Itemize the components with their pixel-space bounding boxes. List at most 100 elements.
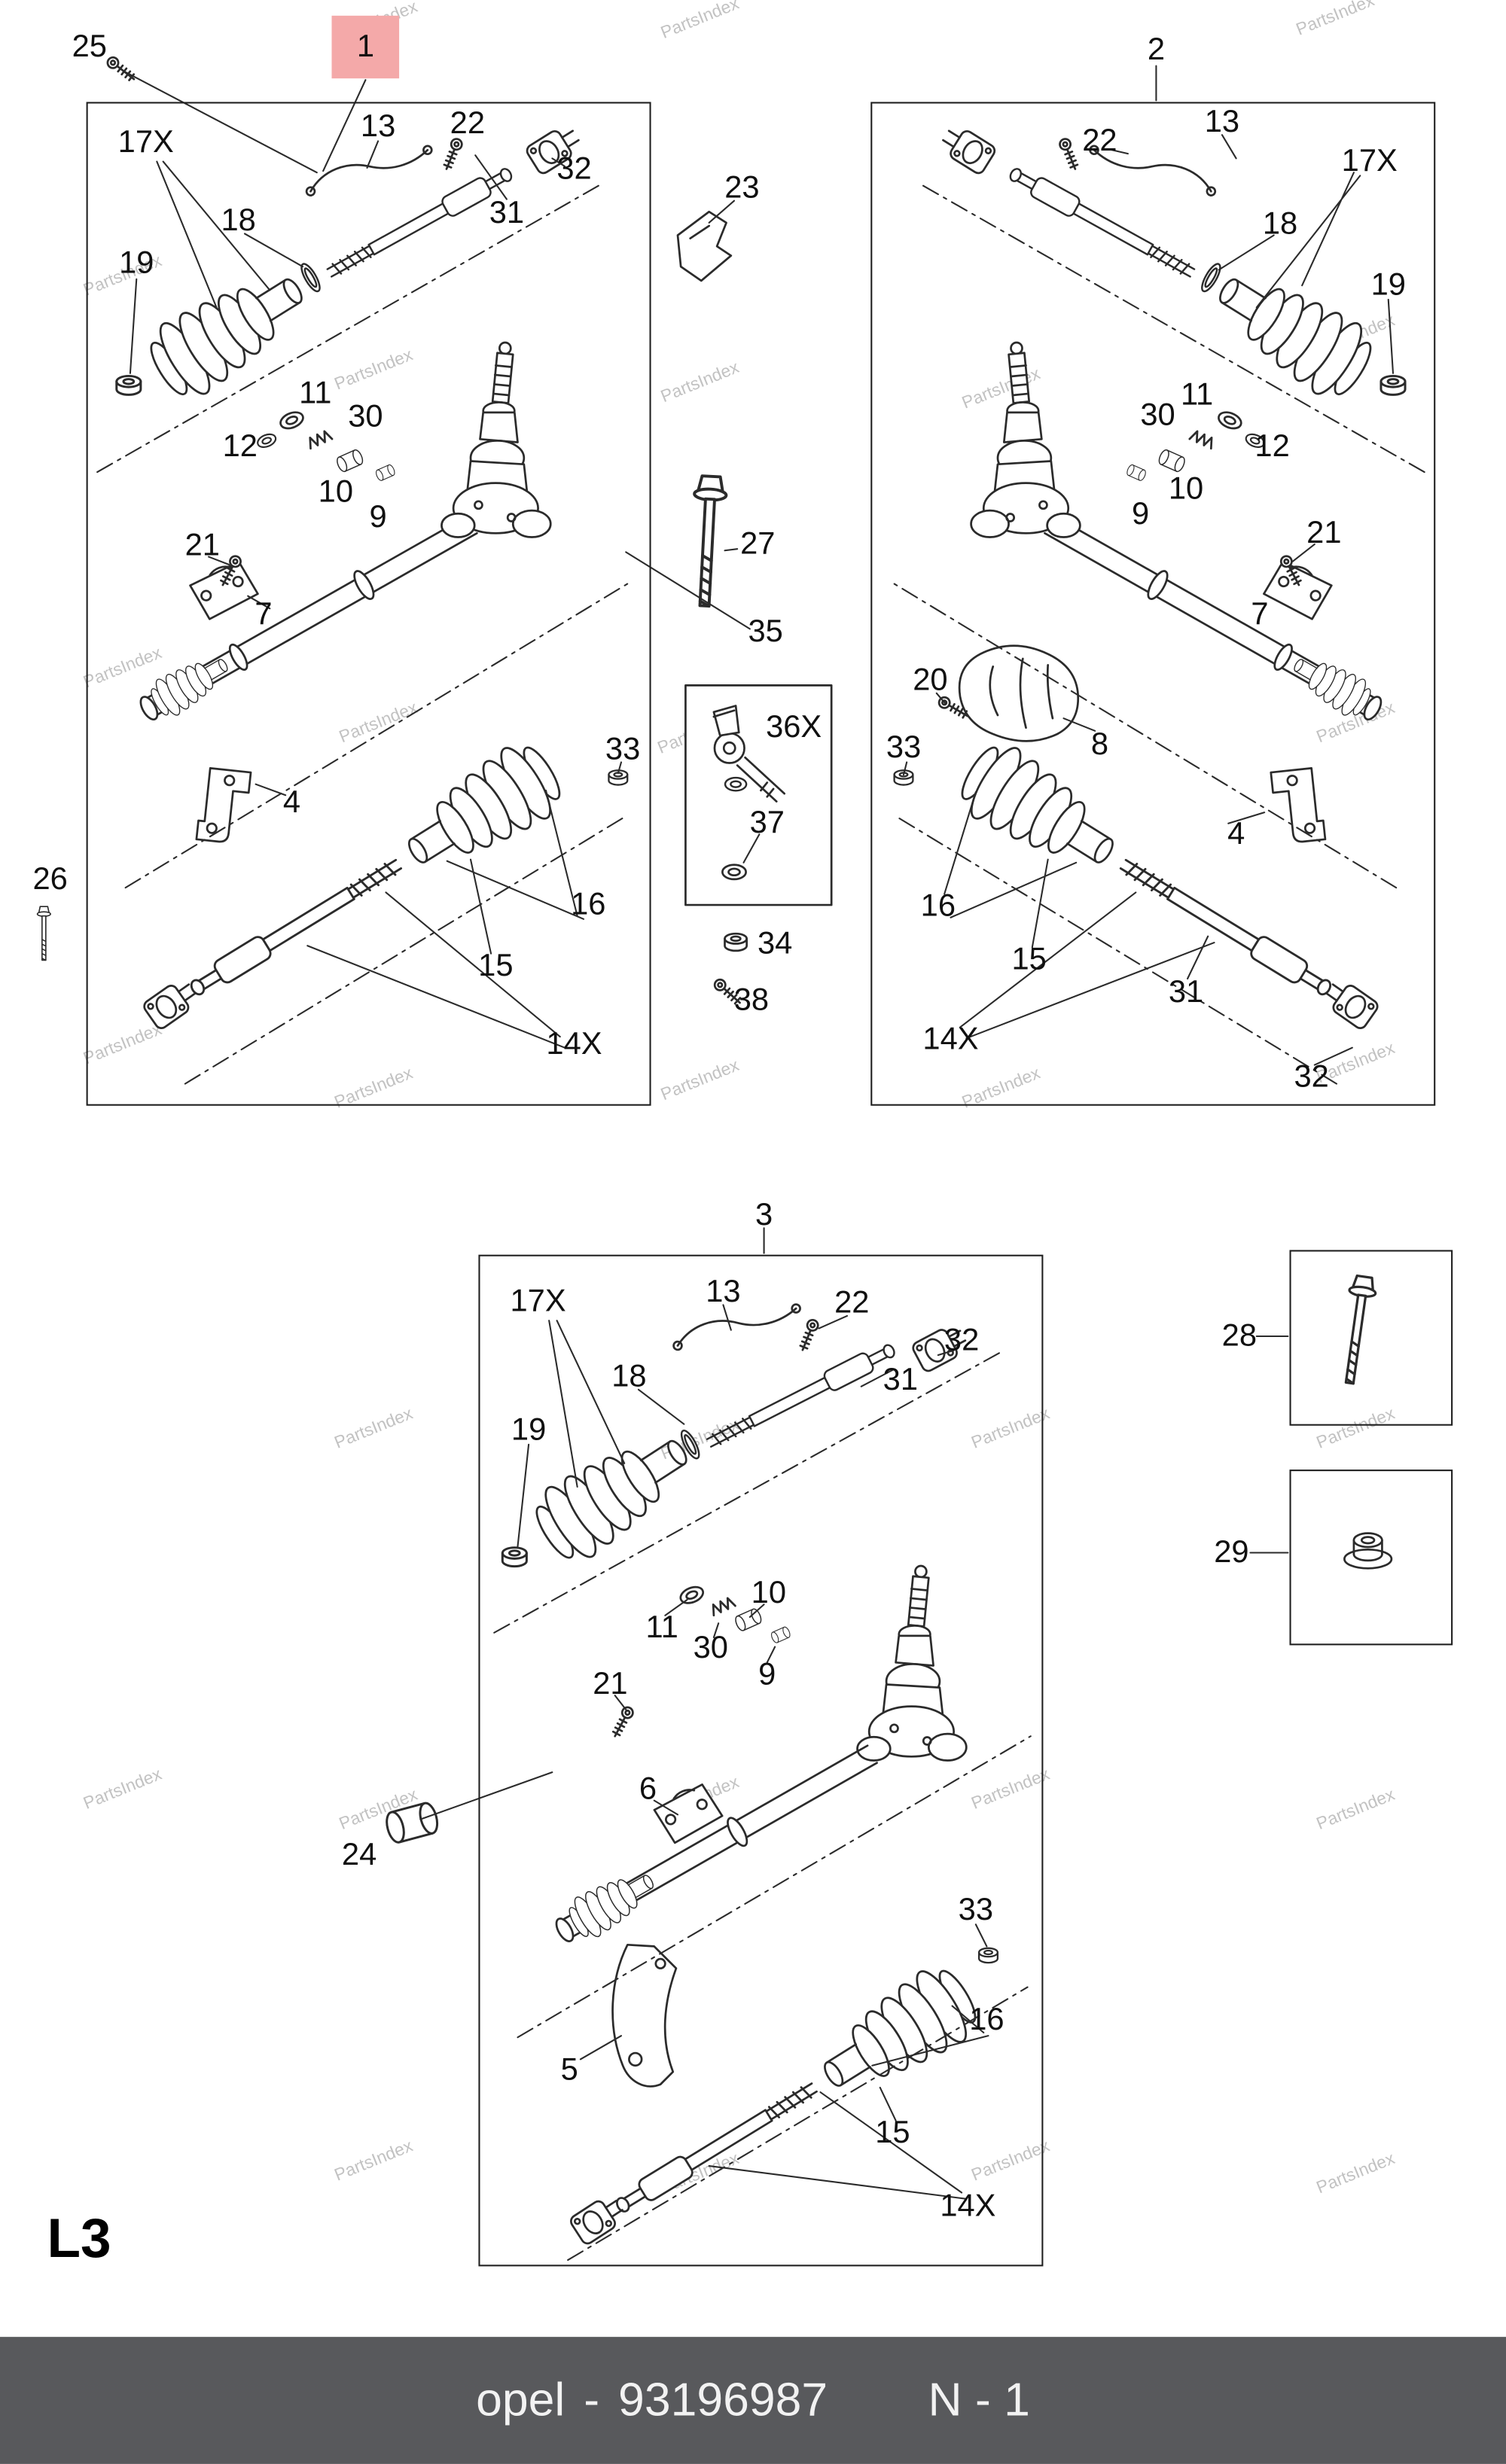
bolt-26-illustration <box>36 906 51 961</box>
bushing-24-illustration <box>383 1800 442 1846</box>
callout-34-gsheet[interactable]: 34 <box>757 927 793 962</box>
callout-17x-g3[interactable]: 17X <box>510 1284 566 1320</box>
callout-17x-g1[interactable]: 17X <box>117 125 174 160</box>
washer-37-illustration <box>724 776 748 792</box>
leader-lines-assembly-3 <box>419 1227 1032 2261</box>
nut-34-illustration <box>724 932 748 952</box>
sheet-level-parts <box>36 54 1393 1570</box>
assembly-panel-2 <box>870 102 1436 1106</box>
callout-7-g1[interactable]: 7 <box>255 597 273 632</box>
footer-sheet-ref: N - 1 <box>928 2374 1030 2426</box>
callout-13-g3[interactable]: 13 <box>706 1275 741 1310</box>
leader-lines-assembly-1 <box>96 71 1289 1554</box>
callout-32-g3[interactable]: 32 <box>944 1323 980 1359</box>
assembly-panel-1 <box>86 102 651 1106</box>
callout-10-g2[interactable]: 10 <box>1168 472 1204 507</box>
callout-18-g1[interactable]: 18 <box>221 203 256 239</box>
callout-29-gsheet[interactable]: 29 <box>1214 1535 1249 1570</box>
callout-31-g2[interactable]: 31 <box>1168 975 1204 1010</box>
callout-15-g3[interactable]: 15 <box>875 2115 910 2151</box>
callout-15-g1[interactable]: 15 <box>478 949 514 984</box>
callout-21-g3[interactable]: 21 <box>593 1667 628 1702</box>
callout-11-g3[interactable]: 11 <box>645 1610 678 1646</box>
footer-part-number: opel - 93196987 <box>476 2374 828 2427</box>
sub-box-36x <box>684 684 833 906</box>
page-code: L3 <box>47 2208 111 2270</box>
callout-18-g2[interactable]: 18 <box>1262 206 1298 242</box>
callout-13-g1[interactable]: 13 <box>360 109 396 145</box>
callout-25-gsheet[interactable]: 25 <box>72 29 107 65</box>
callout-30-g2[interactable]: 30 <box>1140 398 1175 433</box>
callout-16-g2[interactable]: 16 <box>920 889 956 924</box>
callout-16-g3[interactable]: 16 <box>969 2003 1005 2038</box>
callout-19-g1[interactable]: 19 <box>119 246 154 281</box>
callout-12-g1[interactable]: 12 <box>222 429 258 464</box>
footer-bar: opel - 93196987 N - 1 <box>0 2337 1506 2464</box>
assembly-3-artwork <box>383 1302 999 2247</box>
snap-ring-illustration <box>721 863 747 881</box>
callout-33-g3[interactable]: 33 <box>958 1893 994 1928</box>
callout-31-g1[interactable]: 31 <box>489 196 525 231</box>
callout-20-g2[interactable]: 20 <box>913 663 948 699</box>
part-box-29 <box>1289 1470 1453 1646</box>
callout-17x-g2[interactable]: 17X <box>1341 144 1398 179</box>
callout-22-g3[interactable]: 22 <box>834 1286 870 1321</box>
bolt-27-illustration <box>687 474 729 608</box>
callout-37-gsheet[interactable]: 37 <box>749 806 785 841</box>
callout-12-g2[interactable]: 12 <box>1254 429 1290 464</box>
footer-brand: opel <box>476 2374 566 2426</box>
callout-38-gsheet[interactable]: 38 <box>733 983 770 1019</box>
screw-25-illustration <box>104 54 139 85</box>
assembly-panel-3 <box>478 1254 1044 2267</box>
callout-4-g1[interactable]: 4 <box>282 785 301 821</box>
callout-7-g2[interactable]: 7 <box>1251 597 1269 632</box>
callout-11-g1[interactable]: 11 <box>299 376 332 411</box>
callout-23-gsheet[interactable]: 23 <box>724 171 760 206</box>
callout-4-g2[interactable]: 4 <box>1227 817 1245 852</box>
callout-5-g3[interactable]: 5 <box>560 2053 578 2088</box>
flange-nut-29-illustration <box>1343 1532 1393 1570</box>
callout-18-g3[interactable]: 18 <box>611 1360 647 1395</box>
callout-35-gsheet[interactable]: 35 <box>748 614 783 650</box>
callout-1-g1[interactable]: 1 <box>331 15 400 79</box>
footer-separator: - <box>584 2374 600 2426</box>
callout-9-g1[interactable]: 9 <box>369 500 387 535</box>
callout-16-g1[interactable]: 16 <box>571 888 606 922</box>
callout-26-gsheet[interactable]: 26 <box>32 862 68 897</box>
callout-30-g1[interactable]: 30 <box>348 400 383 435</box>
callout-8-g2[interactable]: 8 <box>1090 727 1109 763</box>
callout-21-g2[interactable]: 21 <box>1306 516 1342 551</box>
callout-9-g3[interactable]: 9 <box>758 1658 776 1692</box>
callout-10-g1[interactable]: 10 <box>318 475 354 510</box>
callout-28-gsheet[interactable]: 28 <box>1221 1319 1258 1354</box>
callout-33-g2[interactable]: 33 <box>886 730 922 766</box>
leader-lines-assembly-2 <box>890 65 1425 1085</box>
callout-24-g3[interactable]: 24 <box>341 1838 377 1873</box>
callout-19-g2[interactable]: 19 <box>1370 268 1406 303</box>
callout-27-gsheet[interactable]: 27 <box>740 526 776 562</box>
callout-14x-g3[interactable]: 14X <box>940 2189 996 2225</box>
callout-10-g3[interactable]: 10 <box>751 1576 787 1611</box>
callout-30-g3[interactable]: 30 <box>693 1631 728 1666</box>
callout-32-g2[interactable]: 32 <box>1294 1060 1329 1095</box>
callout-14x-g1[interactable]: 14X <box>546 1027 602 1062</box>
callout-22-g1[interactable]: 22 <box>450 106 486 142</box>
footer-number: 93196987 <box>618 2374 828 2426</box>
callout-33-g1[interactable]: 33 <box>605 732 641 767</box>
callout-22-g2[interactable]: 22 <box>1082 123 1117 159</box>
callout-14x-g2[interactable]: 14X <box>922 1022 979 1058</box>
callout-21-g1[interactable]: 21 <box>184 528 220 563</box>
callout-6-g3[interactable]: 6 <box>639 1772 657 1807</box>
callout-19-g3[interactable]: 19 <box>511 1413 547 1448</box>
callout-3-g3[interactable]: 3 <box>755 1198 773 1233</box>
callout-9-g2[interactable]: 9 <box>1131 497 1150 532</box>
callout-11-g2[interactable]: 11 <box>1180 378 1214 413</box>
callout-36x-gsheet[interactable]: 36X <box>766 710 822 745</box>
callout-31-g3[interactable]: 31 <box>883 1363 919 1398</box>
callout-13-g2[interactable]: 13 <box>1204 105 1240 140</box>
callout-32-g1[interactable]: 32 <box>556 152 592 187</box>
callout-15-g2[interactable]: 15 <box>1011 943 1047 977</box>
callout-2-g2[interactable]: 2 <box>1147 32 1166 68</box>
